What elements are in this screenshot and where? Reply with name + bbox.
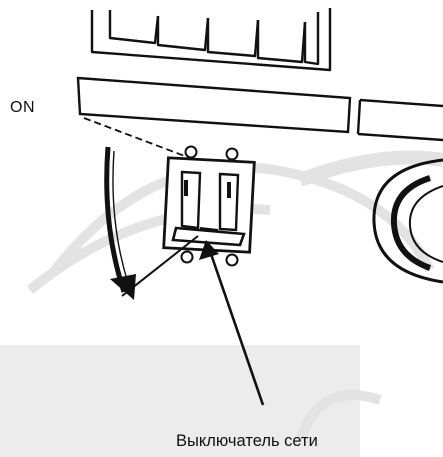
watermark xyxy=(0,150,443,457)
arrow-tail-leader xyxy=(121,235,199,297)
curved-down-arrow-icon xyxy=(104,146,136,300)
round-knob xyxy=(372,158,443,284)
power-switch-label: Выключатель сети xyxy=(176,432,318,450)
on-leader-line xyxy=(83,117,191,159)
top-panel-slots xyxy=(90,8,332,72)
on-label: ON xyxy=(10,99,35,116)
front-panel-strip xyxy=(76,76,443,142)
power-switch-pointer xyxy=(199,240,265,406)
